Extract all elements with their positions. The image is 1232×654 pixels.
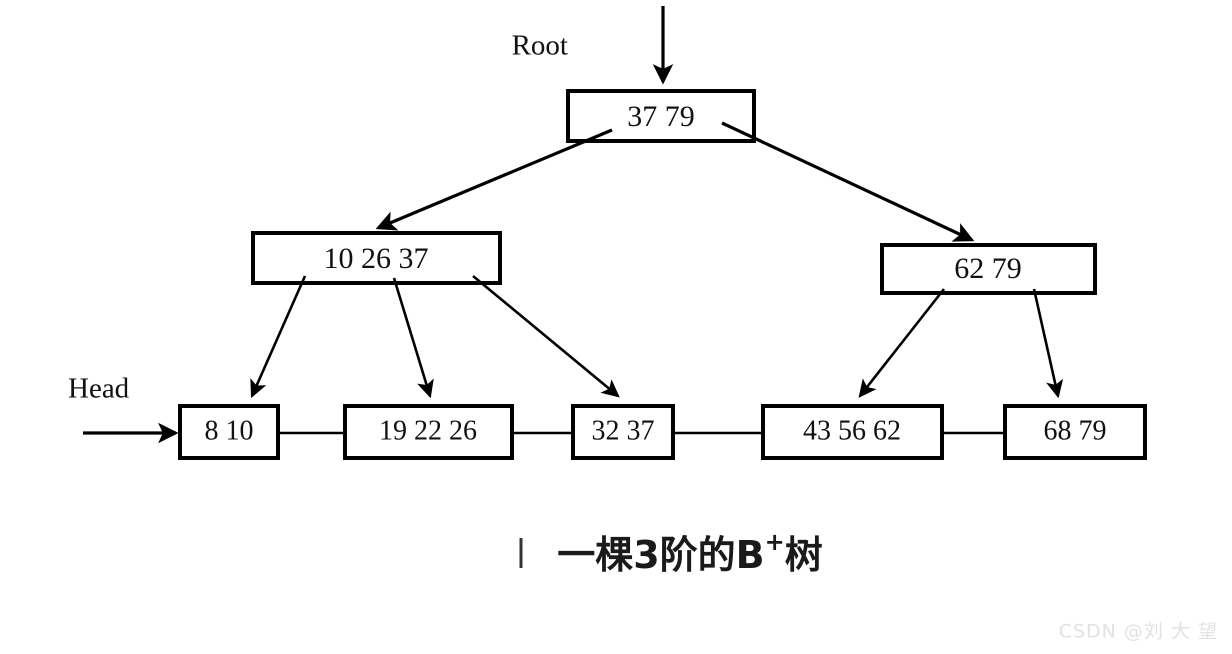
caption-label: 一棵3阶的B+树 bbox=[557, 528, 823, 577]
node-leaf-3-box bbox=[571, 404, 675, 460]
node-leaf-2[interactable]: 19 22 26 bbox=[343, 404, 514, 460]
root-label: Root bbox=[512, 30, 568, 62]
watermark-label: CSDN @刘 大 望 bbox=[1059, 621, 1218, 643]
node-leaf-4-keys: 43 56 62 bbox=[803, 415, 901, 446]
node-internal-right[interactable]: 62 79 bbox=[880, 243, 1097, 295]
node-internal-left[interactable]: 10 26 37 bbox=[251, 231, 502, 285]
node-leaf-2-box bbox=[343, 404, 514, 460]
node-leaf-2-keys: 19 22 26 bbox=[379, 415, 477, 446]
node-leaf-5-box bbox=[1003, 404, 1147, 460]
edge-internal-left-to-leaf-1 bbox=[250, 275, 307, 399]
node-leaf-5-keys: 68 79 bbox=[1044, 415, 1107, 446]
caption-tail: 树 bbox=[785, 533, 823, 577]
node-root-keys: 37 79 bbox=[627, 100, 695, 133]
node-leaf-1-box bbox=[178, 404, 280, 460]
node-leaf-3-keys: 32 37 bbox=[592, 415, 655, 446]
node-leaf-1[interactable]: 8 10 bbox=[178, 404, 280, 460]
node-internal-right-box bbox=[880, 243, 1097, 295]
edge-internal-right-to-leaf-5 bbox=[1032, 288, 1064, 399]
node-leaf-4[interactable]: 43 56 62 bbox=[761, 404, 944, 460]
edge-root-to-internal-left bbox=[375, 128, 613, 231]
node-root-box bbox=[566, 89, 756, 143]
node-leaf-3[interactable]: 32 37 bbox=[571, 404, 675, 460]
edge-internal-left-to-leaf-3 bbox=[472, 274, 620, 398]
caption-superscript: + bbox=[765, 528, 785, 556]
node-internal-left-keys: 10 26 37 bbox=[324, 242, 429, 275]
caption-main: 一棵3阶的B bbox=[557, 533, 764, 577]
node-leaf-4-box bbox=[761, 404, 944, 460]
edge-internal-left-to-leaf-2 bbox=[392, 277, 434, 399]
edge-root-to-internal-right bbox=[721, 121, 975, 242]
node-internal-left-box bbox=[251, 231, 502, 285]
node-internal-right-keys: 62 79 bbox=[954, 252, 1022, 285]
edge-internal-right-to-leaf-4 bbox=[858, 288, 946, 398]
node-leaf-5[interactable]: 68 79 bbox=[1003, 404, 1147, 460]
head-label: Head bbox=[68, 373, 130, 405]
node-leaf-1-keys: 8 10 bbox=[205, 415, 254, 446]
node-root[interactable]: 37 79 bbox=[566, 89, 756, 143]
